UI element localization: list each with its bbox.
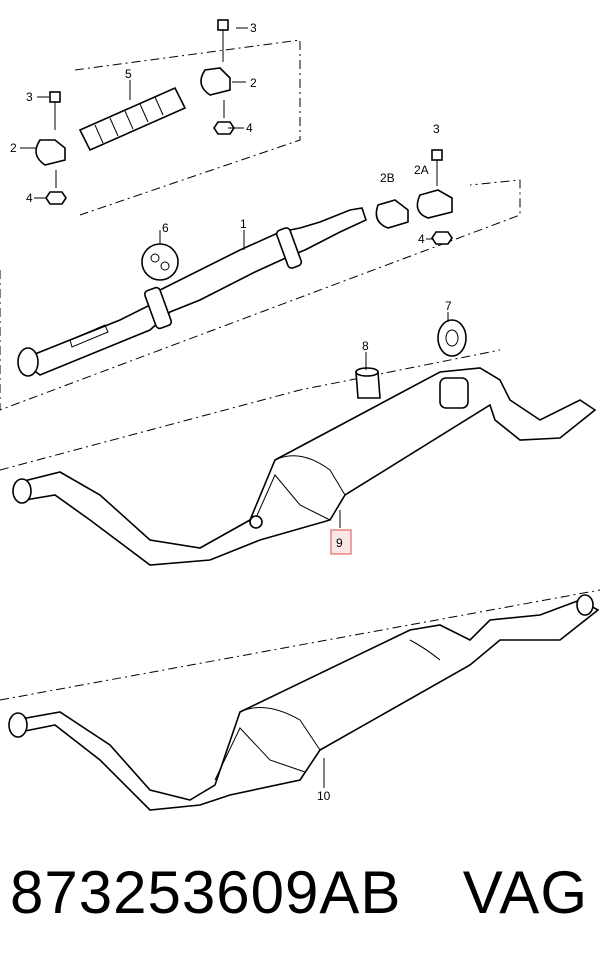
front-pipe-part-1: [17, 207, 367, 377]
callout-9: 9: [336, 536, 343, 550]
callout-4-left: 4: [26, 191, 33, 205]
brand-name: VAG: [462, 859, 588, 926]
callout-9-highlight: [330, 529, 352, 555]
clamp-set-left: [35, 91, 67, 205]
rear-muffler-part-10: [8, 594, 600, 811]
callout-3-right: 3: [433, 122, 440, 136]
section-divider: [0, 589, 600, 701]
callout-4-right: 4: [418, 232, 425, 246]
exhaust-system-diagram: 1 3 2 4 5 3 2 4 6 2B 2A 3 4 7 8 9 10: [0, 19, 600, 811]
callout-5: 5: [125, 67, 132, 81]
callout-6: 6: [162, 221, 169, 235]
callout-3-top: 3: [250, 21, 257, 35]
upper-group-frame-top: [74, 39, 301, 216]
clamp-set-top: [200, 19, 235, 135]
rubber-buffer-part-8: [355, 367, 381, 399]
callout-10: 10: [317, 789, 331, 803]
rubber-mount-part-6: [141, 230, 179, 281]
center-muffler-part-9: [12, 367, 597, 566]
flex-bellows-part-5: [78, 80, 187, 152]
callout-2B: 2B: [380, 171, 395, 185]
part-number: 873253609AB: [10, 859, 402, 926]
lower-group-frame: [0, 349, 501, 471]
callout-2-left: 2: [10, 141, 17, 155]
upper-group-frame: [0, 179, 521, 411]
callout-8: 8: [362, 339, 369, 353]
callout-2A: 2A: [414, 163, 429, 177]
callout-2-top: 2: [250, 76, 257, 90]
footer: 873253609AB VAG: [0, 852, 600, 968]
callout-3-left: 3: [26, 90, 33, 104]
callout-7: 7: [445, 299, 452, 313]
clamp-set-right: [375, 149, 453, 245]
callout-1: 1: [240, 217, 247, 231]
leader-lines: [20, 27, 449, 788]
callout-4-top: 4: [246, 121, 253, 135]
hanger-ring-part-7: [437, 319, 467, 357]
